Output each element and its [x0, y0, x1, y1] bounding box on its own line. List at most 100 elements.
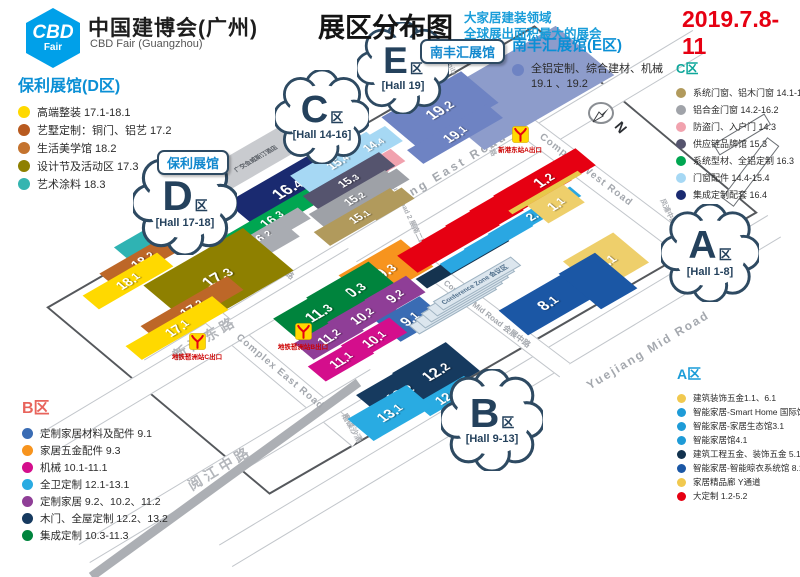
legend-color-dot — [512, 64, 524, 76]
metro-entrance-label: 地铁琶洲站B出口 — [277, 344, 329, 351]
legend-item-label: 智能家居-智能晾衣系统馆 8.1 — [693, 463, 800, 473]
metro-entrance-label: 新港东站A出口 — [498, 147, 542, 154]
zone-letter: A — [688, 224, 717, 268]
legend-nanfenghui-e: 南丰汇展馆(E区) 全铝定制、综合建材、机械 19.1 、19.2 — [512, 34, 682, 92]
cloud-shape — [661, 204, 759, 302]
zone-hall-range: [Hall 9-13] — [465, 433, 519, 446]
page-title: 展区分布图 — [318, 13, 453, 43]
legend-item-label: 高端整装 17.1-18.1 — [37, 107, 131, 119]
legend-item-label: 生活美学馆 18.2 — [37, 143, 117, 155]
legend-color-dot — [22, 479, 33, 490]
legend-item: 定制家居材料及配件 9.1 — [22, 425, 168, 442]
legend-item-label: 供应链品牌馆 15.3 — [693, 139, 768, 149]
legend-item: 集成定制配套 16.4 — [676, 186, 800, 203]
zone-char: 区 — [501, 414, 515, 430]
legend-item-label: 大定制 1.2-5.2 — [693, 491, 748, 501]
legend-color-dot — [18, 160, 30, 172]
zone-char: 区 — [194, 198, 208, 214]
legend-title: C区 — [676, 61, 699, 76]
legend-item: 系统门窗、铝木门窗 14.1-15.1 — [676, 84, 800, 101]
cloud-shape — [275, 70, 369, 164]
legend-zone-a: A区 建筑装饰五金1.1、6.1 智能家居-Smart Home 国际馆2.1 智能… — [677, 364, 800, 503]
legend-item-label: 智能家居-家居生态馆3.1 — [693, 421, 785, 431]
legend-item: 设计节及活动区 17.3 — [18, 157, 171, 175]
legend-item-label: 建筑装饰五金1.1、6.1 — [693, 393, 777, 403]
fair-name-cn: 中国建博会(广州) — [88, 17, 258, 40]
subtitle-line1: 大家居建装领域 — [464, 11, 552, 25]
legend-color-dot — [676, 104, 686, 115]
legend-title: 保利展馆(D区) — [18, 78, 121, 95]
legend-color-dot — [676, 87, 686, 98]
legend-item: 供应链品牌馆 15.3 — [676, 135, 800, 152]
compass-n-label: N — [612, 118, 631, 136]
legend-item-label: 设计节及活动区 17.3 — [37, 161, 139, 173]
cbd-fair-logo: CBD Fair — [26, 8, 80, 68]
subtitle-line2: 全球展出面积最大的展会 — [464, 27, 602, 41]
legend-list: 全铝定制、综合建材、机械 19.1 、19.2 — [512, 62, 682, 92]
legend-item: 智能家居-Smart Home 国际馆2.1 — [677, 405, 800, 419]
legend-item: 集成定制 10.3-11.3 — [22, 527, 168, 544]
legend-item-label: 木门、全屋定制 12.2、13.2 — [40, 513, 168, 525]
fair-name-en: CBD Fair (Guangzhou) — [90, 38, 203, 50]
legend-title: A区 — [677, 366, 702, 382]
cloud-shape — [441, 369, 543, 471]
legend-item-label: 艺墅定制：铜门、铝艺 17.2 — [37, 125, 172, 137]
legend-item-label: 定制家居 9.2、10.2、11.2 — [40, 496, 161, 508]
legend-item-label: 艺术涂料 18.3 — [37, 179, 106, 191]
legend-item-label: 家居五金配件 9.3 — [40, 445, 121, 457]
legend-item: 防盗门、入户门 14.3 — [676, 118, 800, 135]
legend-item-label: 定制家居材料及配件 9.1 — [40, 428, 153, 440]
legend-item-label: 门窗配件 14.4-15.4 — [693, 173, 770, 183]
legend-item-label: 机械 10.1-11.1 — [40, 462, 108, 474]
legend-color-dot — [18, 124, 30, 136]
event-dates: 2019.7.8-11 — [682, 6, 780, 59]
legend-item: 机械 10.1-11.1 — [22, 459, 168, 476]
legend-color-dot — [676, 121, 686, 132]
legend-item: 高端整装 17.1-18.1 — [18, 103, 171, 121]
legend-item-label: 集成定制 10.3-11.3 — [40, 530, 129, 542]
metro-entrance: 地铁琶洲站B出口 — [277, 323, 329, 351]
legend-item: 建筑工程五金、装饰五金 5.1 — [677, 447, 800, 461]
legend-item: 智能家居-智能晾衣系统馆 8.1 — [677, 461, 800, 475]
legend-item-label: 家居精品廊 Y通道 — [693, 477, 761, 487]
zone-letter: E — [383, 40, 408, 82]
legend-list: 建筑装饰五金1.1、6.1 智能家居-Smart Home 国际馆2.1 智能家居-… — [677, 391, 800, 503]
legend-color-dot — [22, 530, 33, 541]
legend-color-dot — [22, 445, 33, 456]
legend-poly-d: 保利展馆(D区) 高端整装 17.1-18.1 艺墅定制：铜门、铝艺 17.2 生活… — [18, 72, 171, 193]
zone-char: 区 — [330, 110, 344, 126]
legend-color-dot — [676, 189, 686, 200]
legend-item: 艺墅定制：铜门、铝艺 17.2 — [18, 121, 171, 139]
legend-item-label: 防盗门、入户门 14.3 — [693, 122, 777, 132]
metro-logo-icon — [511, 126, 529, 143]
legend-color-dot — [22, 496, 33, 507]
legend-item: 全铝定制、综合建材、机械 19.1 、19.2 — [512, 62, 682, 92]
legend-color-dot — [677, 435, 686, 445]
metro-entrance-label: 地铁琶洲站C出口 — [171, 354, 223, 361]
legend-item: 门窗配件 14.4-15.4 — [676, 169, 800, 186]
legend-item: 定制家居 9.2、10.2、11.2 — [22, 493, 168, 510]
legend-list: 高端整装 17.1-18.1 艺墅定制：铜门、铝艺 17.2 生活美学馆 18.2 设… — [18, 103, 171, 193]
legend-color-dot — [677, 407, 686, 417]
legend-item: 艺术涂料 18.3 — [18, 175, 171, 193]
legend-title: B区 — [22, 400, 50, 417]
legend-item-label: 系统门窗、铝木门窗 14.1-15.1 — [693, 88, 800, 98]
legend-color-dot — [18, 142, 30, 154]
legend-item: 家居五金配件 9.3 — [22, 442, 168, 459]
logo-text: CBD — [32, 22, 74, 43]
zone-letter: B — [469, 389, 500, 436]
legend-color-dot — [677, 393, 686, 403]
zone-hall-range: [Hall 14-16] — [292, 129, 352, 142]
